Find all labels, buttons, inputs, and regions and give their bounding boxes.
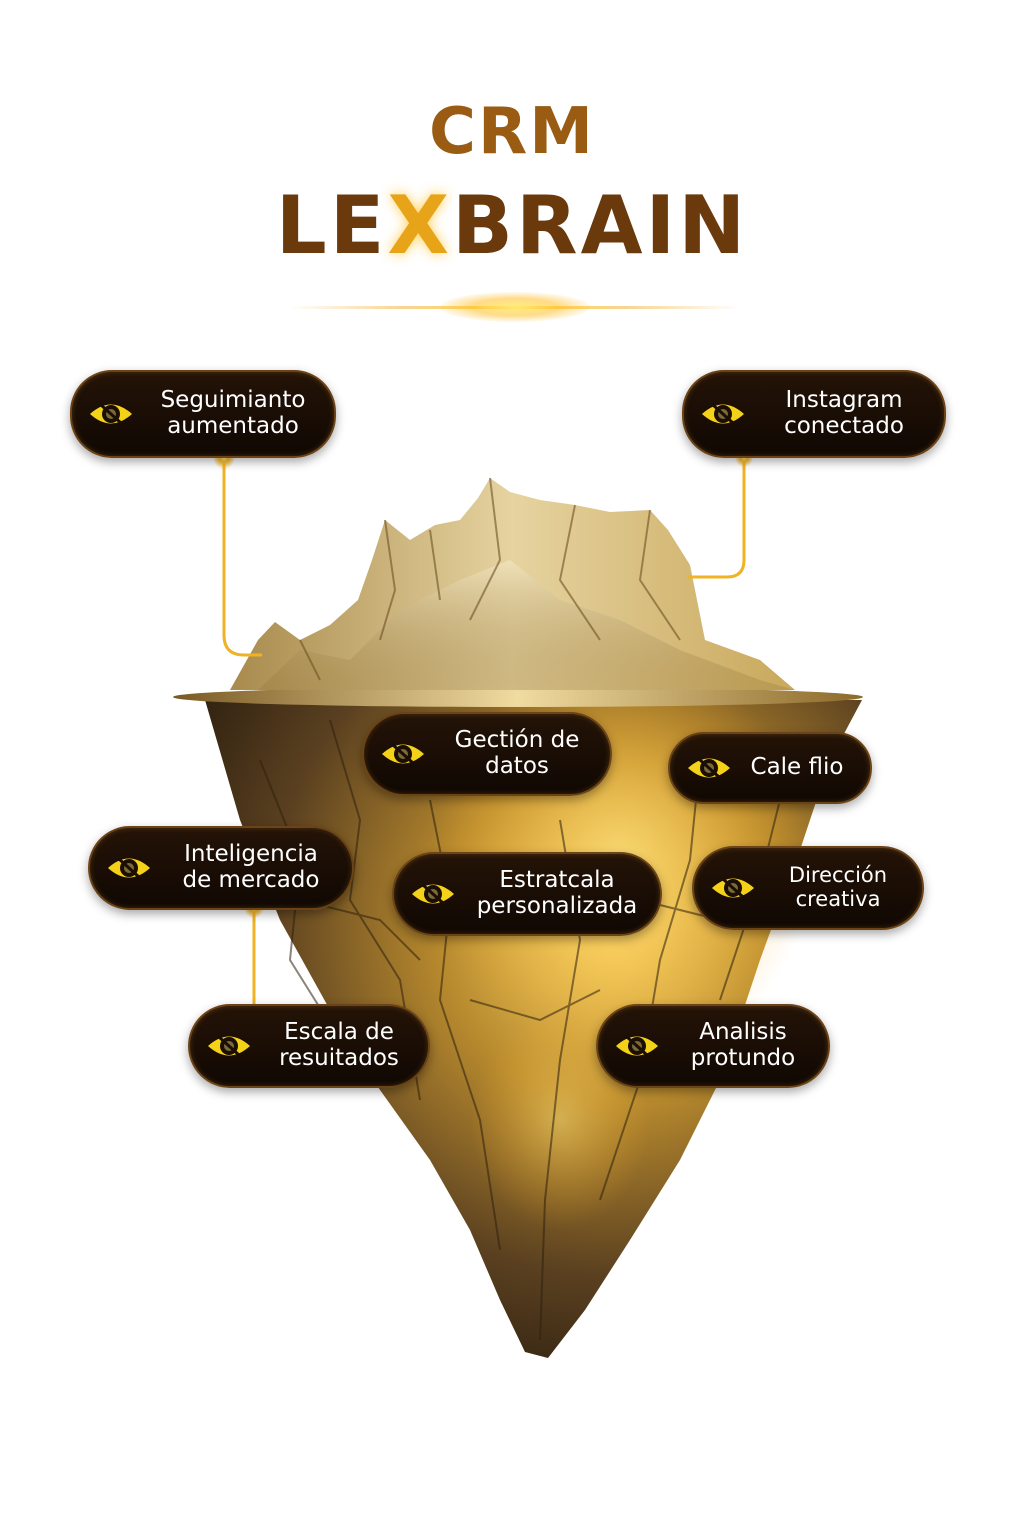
connector-seguimiento bbox=[222, 458, 262, 657]
eye-icon bbox=[108, 857, 150, 879]
eye-icon bbox=[702, 403, 744, 425]
title-brand: LEXBRAIN bbox=[0, 186, 1024, 266]
connector-lines bbox=[222, 458, 746, 1005]
pill-calefio: Cale flio bbox=[668, 732, 872, 804]
title-crm: CRM bbox=[429, 95, 595, 169]
brand-x-letter: X bbox=[387, 179, 453, 272]
eye-icon bbox=[90, 403, 132, 425]
pill-label: Cale flio bbox=[750, 754, 844, 781]
eye-icon bbox=[412, 883, 454, 905]
eye-icon bbox=[382, 743, 424, 765]
brand-part-brain: BRAIN bbox=[452, 179, 749, 272]
eye-icon bbox=[712, 877, 754, 899]
brand-part-le: LE bbox=[275, 179, 388, 272]
eye-icon bbox=[616, 1035, 658, 1057]
title-glow-core bbox=[440, 292, 590, 322]
iceberg-waterline bbox=[173, 687, 863, 707]
connector-instagram bbox=[688, 458, 746, 579]
eye-icon bbox=[208, 1035, 250, 1057]
eye-icon bbox=[688, 757, 730, 779]
